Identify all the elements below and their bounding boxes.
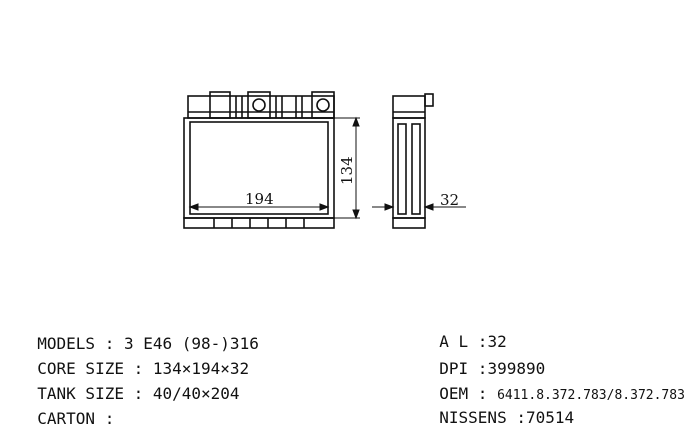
spec-dpi-label: DPI :: [439, 359, 488, 378]
spec-core-size-label: CORE SIZE :: [37, 359, 153, 378]
spec-carton-label: CARTON :: [37, 409, 124, 428]
height-dimension-label: 134: [338, 156, 356, 185]
depth-dimension: [372, 203, 466, 211]
spec-oem-label: OEM :: [439, 384, 498, 403]
spec-al-label: A L :: [439, 332, 488, 351]
spec-al: A L :32: [420, 318, 507, 351]
spec-models-value: 3 E46 (98-)316: [123, 334, 259, 353]
spec-al-value: 32: [487, 332, 507, 351]
spec-core-size: CORE SIZE : 134×194×32: [18, 345, 249, 377]
spec-tank-size-value: 40/40×204: [152, 384, 240, 403]
spec-tank-size: TANK SIZE : 40/40×204: [18, 370, 240, 403]
spec-tank-size-label: TANK SIZE :: [37, 384, 153, 403]
spec-core-size-value: 134×194×32: [152, 359, 250, 378]
spec-dpi: DPI :399890: [420, 345, 545, 377]
width-dimension: [188, 203, 330, 211]
heater-core-drawing: 194 134 32: [183, 91, 466, 229]
spec-nissens-label: NISSENS :: [439, 408, 526, 427]
spec-models-label: MODELS :: [37, 334, 124, 353]
bottom-tank: [183, 217, 335, 229]
top-port-right: [316, 98, 330, 112]
front-view: [183, 91, 335, 229]
spec-nissens-value: 70514: [525, 408, 575, 427]
depth-dimension-label: 32: [440, 191, 459, 209]
width-dimension-label: 194: [245, 190, 274, 208]
spec-oem: OEM : 6411.8.372.783/8.372.783: [420, 370, 685, 403]
side-top-tank: [392, 95, 426, 119]
spec-oem-value: 6411.8.372.783/8.372.783: [497, 388, 685, 403]
height-dimension: [334, 116, 360, 220]
side-bottom-tank: [392, 217, 426, 229]
spec-nissens: NISSENS :70514: [420, 394, 574, 426]
side-view: [392, 93, 434, 229]
spec-dpi-value: 399890: [487, 359, 546, 378]
spec-carton: CARTON :: [18, 395, 124, 427]
spec-models: MODELS : 3 E46 (98-)316: [18, 320, 259, 352]
top-port-left: [252, 98, 266, 112]
